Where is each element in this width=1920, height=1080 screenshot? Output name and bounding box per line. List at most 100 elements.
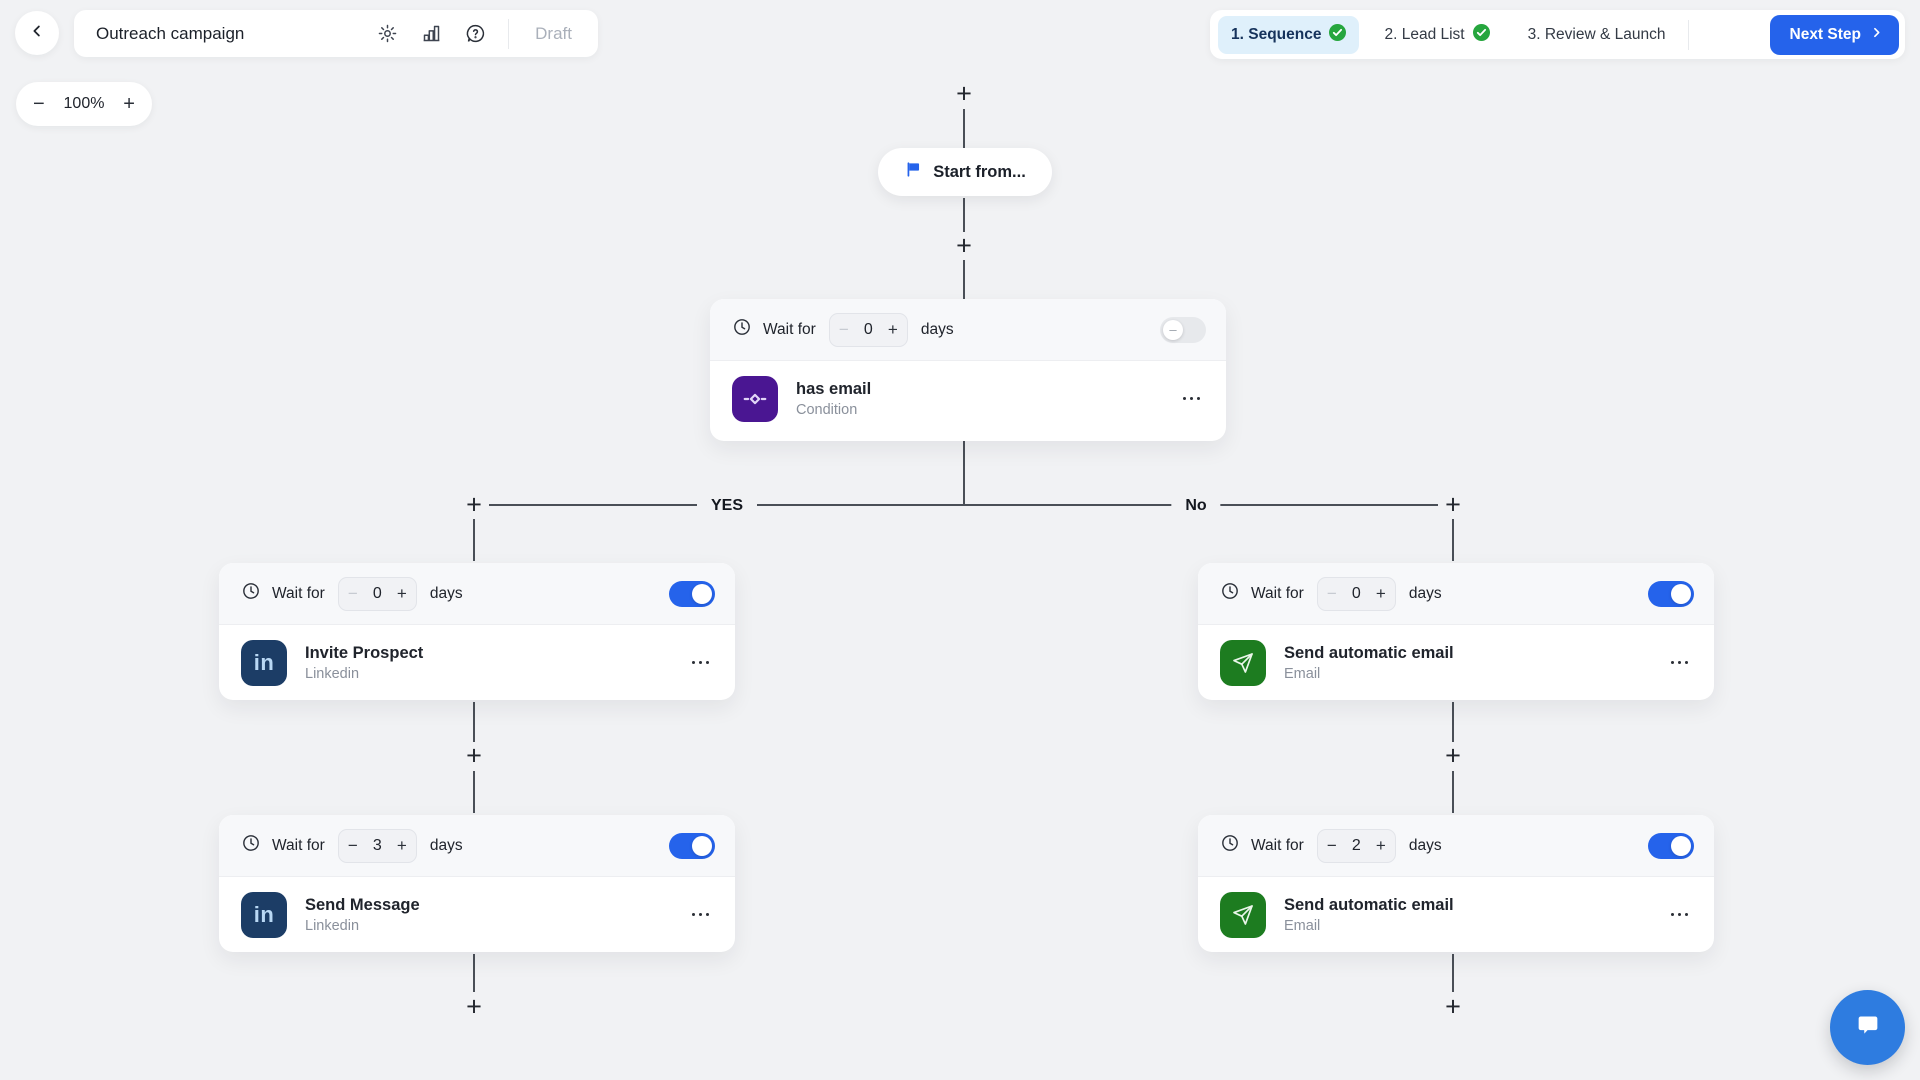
connector-line: [473, 954, 475, 992]
condition-icon: [732, 375, 778, 422]
connector-line: [963, 260, 965, 299]
add-step-button[interactable]: +: [1445, 991, 1461, 1022]
chat-launcher-button[interactable]: [1830, 990, 1905, 1065]
days-label: days: [429, 584, 463, 602]
more-options-button[interactable]: [690, 907, 712, 923]
step-title: Send Message: [305, 895, 420, 914]
step-subtitle: Email: [1284, 665, 1321, 682]
add-step-button[interactable]: +: [466, 489, 482, 520]
campaign-title: Outreach campaign: [96, 23, 245, 43]
step-subtitle: Linkedin: [305, 665, 360, 682]
step-row[interactable]: has email Condition: [710, 361, 1226, 436]
step-enabled-toggle[interactable]: [1160, 316, 1206, 343]
connector-line: [963, 198, 965, 232]
wait-row: Wait for − 0 + days: [1198, 563, 1714, 625]
increment-days-button[interactable]: +: [887, 320, 898, 339]
add-step-button[interactable]: +: [466, 740, 482, 771]
step-row[interactable]: Send automatic email Email: [1198, 625, 1714, 700]
stats-chart-icon[interactable]: [420, 23, 442, 45]
step-enabled-toggle[interactable]: [669, 580, 715, 607]
condition-card: Wait for − 0 + days has email Condition: [710, 299, 1226, 441]
connector-line: [473, 702, 475, 742]
add-step-button[interactable]: +: [956, 78, 972, 109]
wait-days-value: 0: [863, 320, 873, 338]
connector-line: [1452, 954, 1454, 992]
branch-label-no: No: [1171, 497, 1221, 515]
step-enabled-toggle[interactable]: [669, 832, 715, 859]
step-enabled-toggle[interactable]: [1648, 580, 1694, 607]
days-label: days: [1408, 584, 1442, 602]
add-step-button[interactable]: +: [1445, 489, 1461, 520]
connector-line: [963, 109, 965, 148]
more-options-button[interactable]: [1181, 391, 1203, 407]
toggle-knob: [692, 835, 712, 856]
toggle-knob: [1671, 835, 1691, 856]
increment-days-button[interactable]: +: [396, 836, 407, 855]
step-title: has email: [796, 379, 872, 398]
check-badge-icon: [1472, 23, 1490, 46]
zoom-control: − 100% +: [16, 82, 152, 126]
increment-days-button[interactable]: +: [1375, 836, 1386, 855]
decrement-days-button[interactable]: −: [1326, 584, 1337, 603]
wait-days-stepper: − 0 +: [828, 312, 908, 347]
campaign-title-bar: Outreach campaign Dr: [74, 10, 598, 57]
clock-icon: [241, 581, 261, 606]
days-label: days: [920, 320, 954, 338]
start-from-label: Start from...: [933, 162, 1026, 181]
clock-icon: [1220, 833, 1240, 858]
decrement-days-button[interactable]: −: [1326, 836, 1337, 855]
flag-icon: [904, 160, 923, 184]
zoom-level: 100%: [63, 95, 105, 112]
back-button[interactable]: [15, 11, 59, 55]
tab-lead-list[interactable]: 2. Lead List: [1371, 16, 1502, 54]
step-card-send-email-1: Wait for − 0 + days Send automatic email…: [1198, 563, 1714, 700]
more-options-button[interactable]: [1669, 655, 1691, 671]
wizard-steps-bar: 1. Sequence 2. Lead List 3. Review & Lau…: [1210, 10, 1905, 59]
add-step-button[interactable]: +: [956, 230, 972, 261]
zoom-out-button[interactable]: −: [33, 93, 45, 115]
decrement-days-button[interactable]: −: [838, 320, 849, 339]
chat-bubble-icon: [1851, 1008, 1885, 1047]
next-step-button[interactable]: Next Step: [1769, 14, 1899, 55]
step-enabled-toggle[interactable]: [1648, 832, 1694, 859]
increment-days-button[interactable]: +: [1375, 584, 1386, 603]
tab-review-launch[interactable]: 3. Review & Launch: [1527, 25, 1666, 43]
zoom-in-button[interactable]: +: [123, 93, 135, 115]
step-row[interactable]: Send automatic email Email: [1198, 877, 1714, 952]
step-card-send-email-2: Wait for − 2 + days Send automatic email…: [1198, 815, 1714, 952]
decrement-days-button[interactable]: −: [347, 584, 358, 603]
start-from-node[interactable]: Start from...: [878, 148, 1052, 196]
wait-days-stepper: − 0 +: [1316, 576, 1396, 611]
step-row[interactable]: in Send Message Linkedin: [219, 877, 735, 952]
toggle-knob: [692, 583, 712, 604]
clock-icon: [1220, 581, 1240, 606]
wait-days-value: 3: [372, 836, 382, 854]
more-options-button[interactable]: [690, 655, 712, 671]
wait-for-label: Wait for: [1251, 584, 1304, 602]
status-badge: Draft: [535, 23, 572, 43]
connector-line: [1452, 702, 1454, 742]
decrement-days-button[interactable]: −: [347, 836, 358, 855]
wait-for-label: Wait for: [763, 320, 816, 338]
wait-days-stepper: − 2 +: [1316, 828, 1396, 863]
chevron-left-icon: [28, 22, 46, 45]
wait-days-value: 0: [1351, 584, 1361, 602]
step-row[interactable]: in Invite Prospect Linkedin: [219, 625, 735, 700]
increment-days-button[interactable]: +: [396, 584, 407, 603]
add-step-button[interactable]: +: [1445, 740, 1461, 771]
wait-row: Wait for − 0 + days: [710, 299, 1226, 361]
settings-gear-icon[interactable]: [376, 23, 398, 45]
toggle-knob: [1163, 319, 1183, 340]
add-step-button[interactable]: +: [466, 991, 482, 1022]
linkedin-icon: in: [241, 639, 287, 686]
connector-line: [1452, 519, 1454, 561]
check-badge-icon: [1329, 23, 1347, 46]
divider: [1688, 19, 1690, 50]
step-subtitle: Linkedin: [305, 917, 360, 934]
connector-line: [473, 771, 475, 813]
more-options-button[interactable]: [1669, 907, 1691, 923]
tab-sequence[interactable]: 1. Sequence: [1218, 15, 1360, 54]
help-icon[interactable]: [464, 23, 486, 45]
branch-label-yes: YES: [696, 497, 758, 515]
linkedin-icon: in: [241, 891, 287, 938]
